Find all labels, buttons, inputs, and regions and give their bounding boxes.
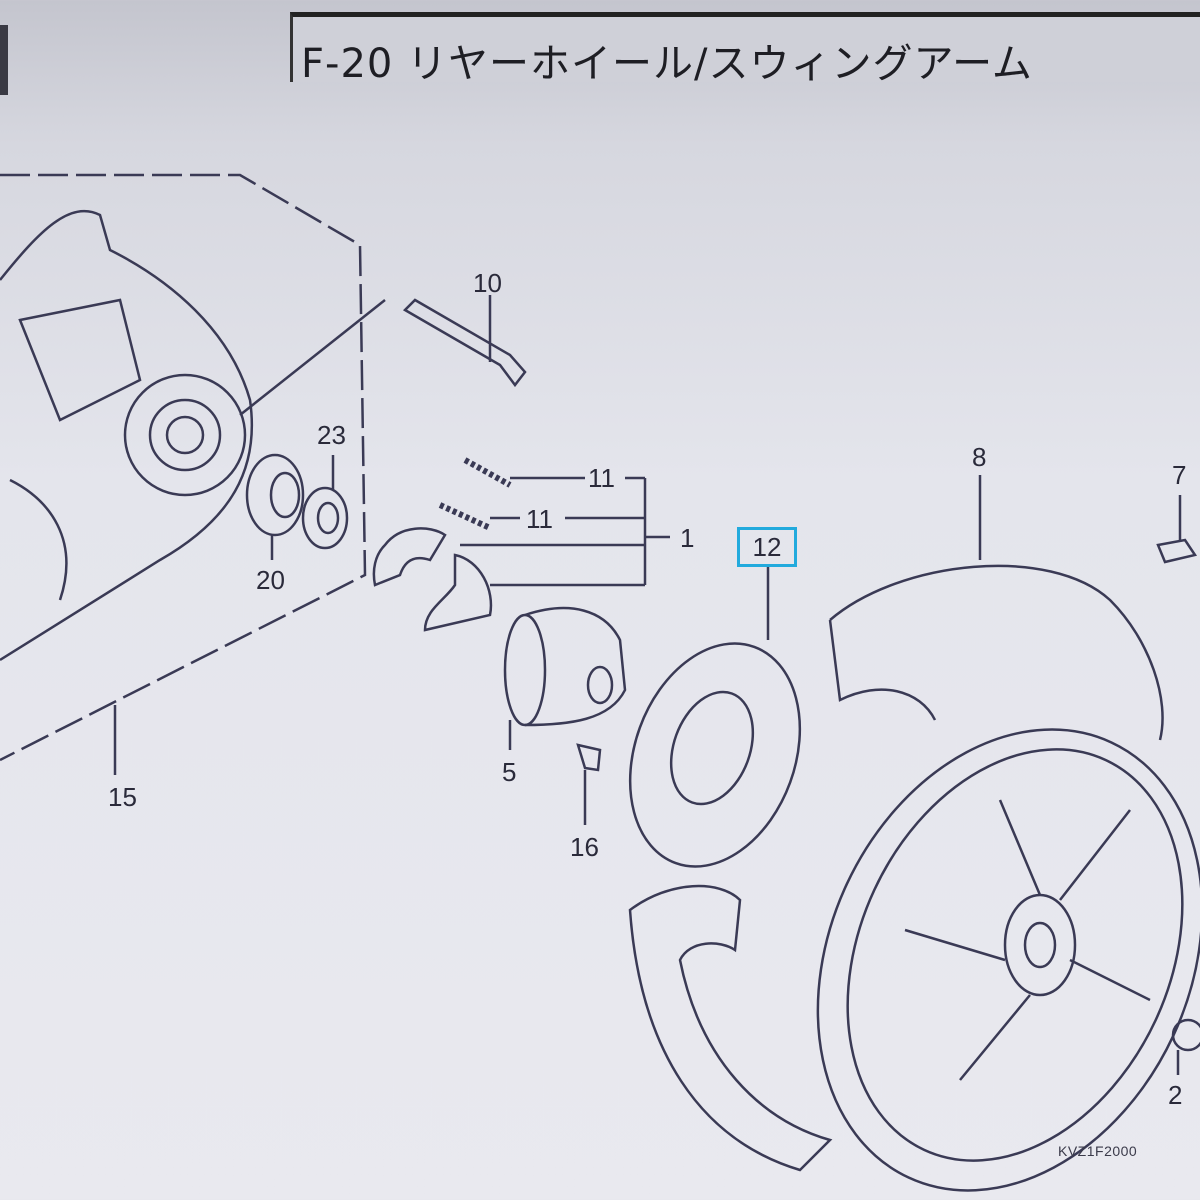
part-label-1[interactable]: 1 [680,523,695,553]
window-edge [0,25,8,95]
part-label-5[interactable]: 5 [502,757,517,787]
swing-arm-case [0,173,386,762]
part-label-15[interactable]: 15 [108,782,137,812]
part-label-23[interactable]: 23 [317,420,346,450]
bearing-part [245,453,305,560]
part-label-16[interactable]: 16 [570,832,599,862]
disc-bolt [576,743,602,825]
part-label-10[interactable]: 10 [473,268,502,298]
part-label-2[interactable]: 2 [1168,1080,1183,1110]
brake-disc [628,567,802,868]
hub-part [503,606,627,750]
tire-part [628,475,1164,1172]
small-parts [1156,495,1200,1075]
seal-part [301,455,349,550]
part-label-11[interactable]: 11 [526,504,553,534]
wheel-rim [816,728,1200,1192]
part-label-11[interactable]: 11 [588,463,615,493]
bolt-part [402,295,527,388]
brake-shoe-set [372,457,670,632]
title-box: F-20 リヤーホイール/スウィングアーム [290,12,1200,87]
part-label-7[interactable]: 7 [1172,460,1187,490]
part-label-8[interactable]: 8 [972,442,987,472]
drawing-code: KVZ1F2000 [1058,1143,1138,1159]
part-label-12-highlighted[interactable]: 12 [737,527,797,567]
page-title: F-20 リヤーホイール/スウィングアーム [301,41,1033,87]
part-label-20[interactable]: 20 [256,565,285,595]
